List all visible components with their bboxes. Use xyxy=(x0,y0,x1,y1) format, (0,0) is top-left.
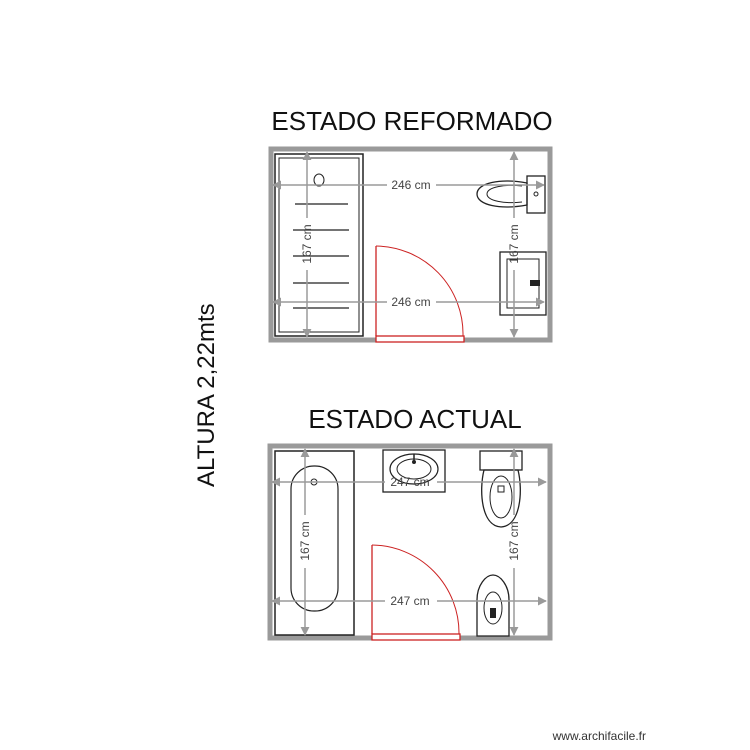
drain-icon xyxy=(313,173,325,187)
bidet-icon xyxy=(476,574,510,637)
dimension-label-bottom: 246 cm xyxy=(391,295,430,309)
dimension-lines xyxy=(272,151,545,338)
dimension-label-left: 167 cm xyxy=(298,521,312,560)
plan-title: ESTADO REFORMADO xyxy=(271,106,552,136)
watermark: www.archifacile.fr xyxy=(552,729,646,743)
shower-tray xyxy=(274,153,364,337)
door-icon xyxy=(371,544,461,641)
toilet-icon xyxy=(476,175,546,214)
dimension-label-right: 167 cm xyxy=(507,224,521,263)
dimension-label-top: 246 cm xyxy=(391,178,430,192)
sink-icon xyxy=(382,449,446,493)
bathtub-icon xyxy=(274,450,355,636)
plan-title: ESTADO ACTUAL xyxy=(308,404,521,434)
dimension-label-bottom: 247 cm xyxy=(390,594,429,608)
dimension-label-right: 167 cm xyxy=(507,521,521,560)
height-label: ALTURA 2,22mts xyxy=(193,303,220,487)
door-icon xyxy=(375,245,465,343)
dimension-lines xyxy=(271,448,547,636)
dimension-label-left: 167 cm xyxy=(300,224,314,263)
plan-actual: ESTADO ACTUAL xyxy=(267,404,553,641)
dimension-label-top: 247 cm xyxy=(390,475,429,489)
sink-icon xyxy=(499,251,547,316)
toilet-icon xyxy=(479,450,523,528)
plan-reformado: ESTADO REFORMADO xyxy=(268,106,553,343)
